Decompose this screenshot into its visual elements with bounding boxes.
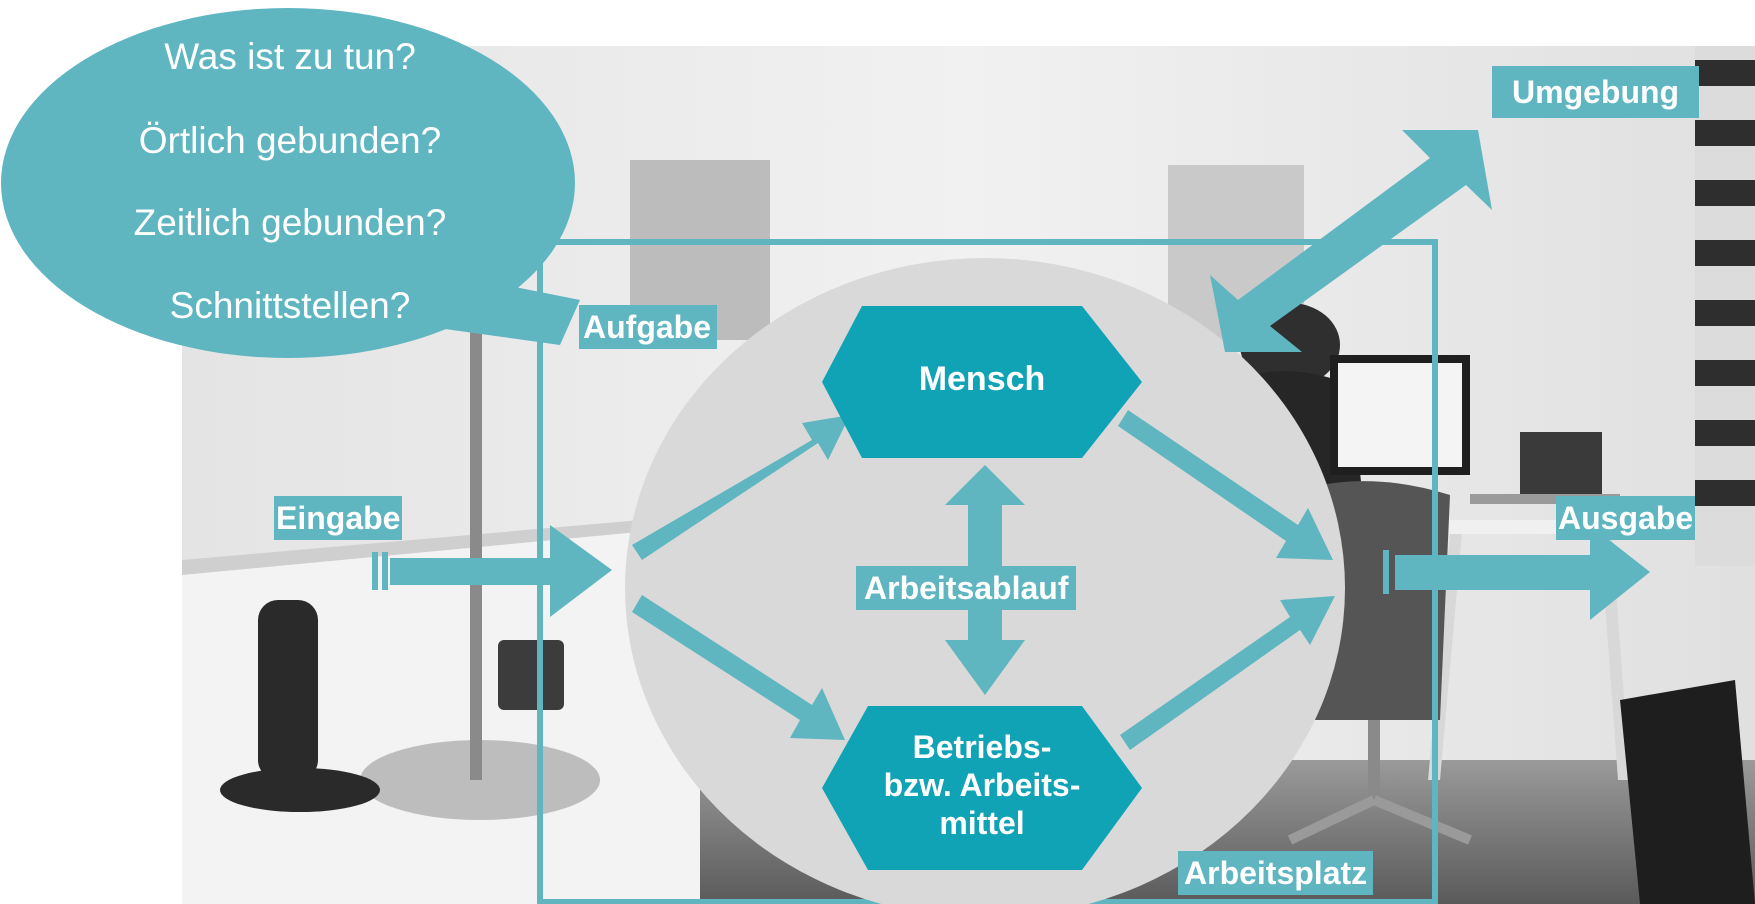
arrow-left-to-mittel bbox=[632, 595, 845, 740]
arrow-eingabe bbox=[390, 525, 612, 617]
arrow-ausgabe bbox=[1395, 525, 1650, 620]
arrow-umgebung-double bbox=[1210, 130, 1492, 352]
label-arbeitsablauf: Arbeitsablauf bbox=[856, 566, 1077, 610]
node-mittel-line-3: mittel bbox=[939, 805, 1025, 841]
label-arbeitsplatz: Arbeitsplatz bbox=[1178, 851, 1374, 895]
arrow-mensch-to-right bbox=[1118, 410, 1333, 560]
node-mittel-line-1: Betriebs- bbox=[912, 729, 1052, 765]
window-blinds bbox=[1695, 46, 1755, 566]
ausgabe-stop-bar bbox=[1383, 550, 1389, 594]
eingabe-stop-bar bbox=[372, 552, 378, 590]
label-ausgabe: Ausgabe bbox=[1556, 496, 1696, 540]
arrow-mittel-to-right bbox=[1120, 596, 1335, 750]
node-mittel-line-2: bzw. Arbeits- bbox=[883, 767, 1081, 803]
aufgabe-bubble bbox=[1, 8, 580, 358]
bubble-line-was-ist-zu-tun: Was ist zu tun? bbox=[164, 36, 416, 77]
node-mensch: Mensch bbox=[918, 360, 1046, 398]
hexagon-betriebsmittel bbox=[822, 706, 1142, 870]
arrow-left-to-mensch bbox=[632, 415, 850, 560]
node-betriebsmittel: Betriebs- bzw. Arbeits- mittel bbox=[822, 728, 1142, 842]
hexagon-mensch bbox=[822, 306, 1142, 458]
label-eingabe: Eingabe bbox=[274, 496, 403, 540]
bubble-text: Was ist zu tun? Örtlich gebunden? Zeitli… bbox=[0, 0, 580, 360]
bubble-line-oertlich: Örtlich gebunden? bbox=[138, 120, 442, 161]
label-umgebung: Umgebung bbox=[1492, 66, 1700, 118]
bubble-line-zeitlich: Zeitlich gebunden? bbox=[133, 202, 447, 243]
bubble-line-schnittstellen: Schnittstellen? bbox=[169, 285, 411, 326]
label-aufgabe: Aufgabe bbox=[579, 305, 717, 349]
eingabe-stop-bar-2 bbox=[382, 552, 388, 590]
